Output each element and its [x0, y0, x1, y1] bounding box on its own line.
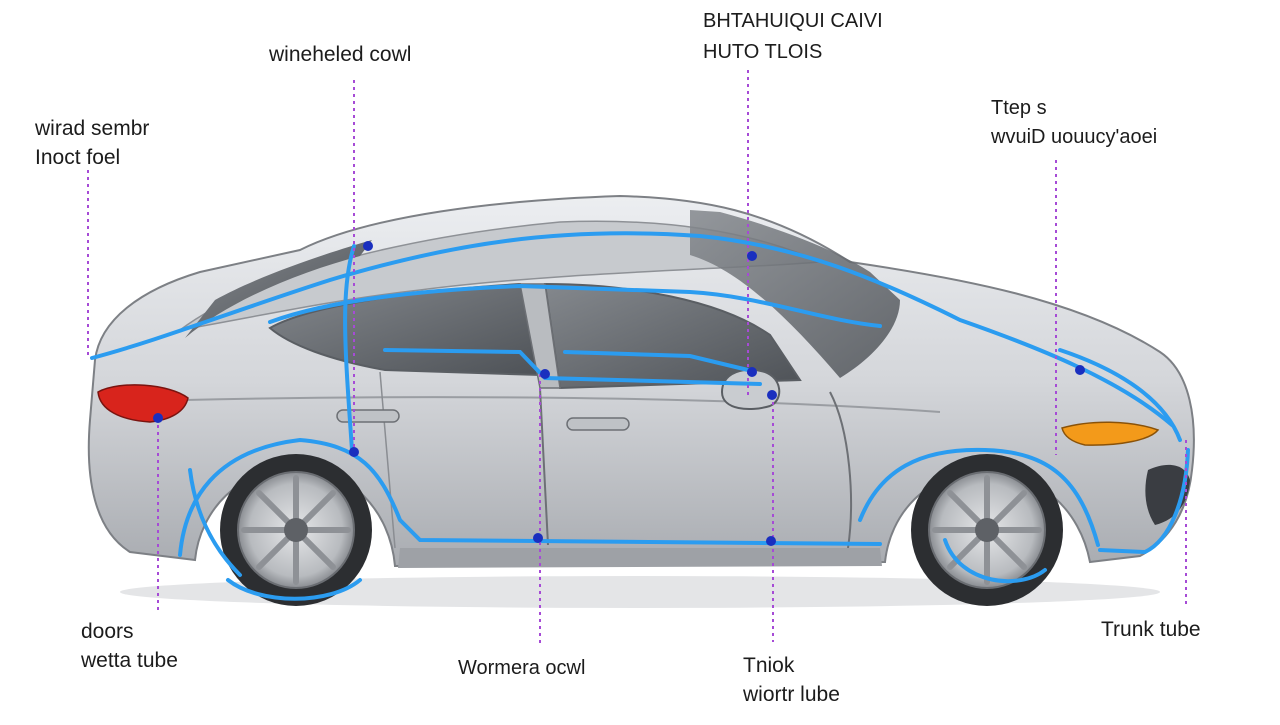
marker-dot — [747, 367, 757, 377]
label-top: BHTAHUIQUI CAIVI HUTO TLOIS — [703, 6, 883, 68]
label-truck: Tniok wiortr lube — [743, 651, 840, 709]
label-line: HUTO TLOIS — [703, 41, 823, 63]
rear-door-handle — [336, 409, 400, 423]
label-doors-water-tube: doors wetta tube — [81, 617, 178, 675]
front-door-handle — [566, 417, 630, 431]
marker-dot — [540, 369, 550, 379]
marker-dot — [767, 390, 777, 400]
front-wheel — [911, 454, 1063, 606]
marker-dot — [533, 533, 543, 543]
label-windshield-cowl: wineheled cowl — [269, 40, 411, 69]
label-line: wirad sembr — [35, 117, 150, 140]
marker-dot — [363, 241, 373, 251]
label-line: wineheled cowl — [269, 43, 412, 66]
routing-lines — [90, 231, 1190, 601]
label-line: wetta tube — [81, 649, 178, 672]
label-wired-sensor: wirad sembr Inoct foel — [35, 114, 149, 172]
label-bottom-center: Wormera ocwl — [458, 654, 585, 683]
ground-shadow — [120, 576, 1160, 608]
front-side-window — [543, 282, 802, 390]
body-crease — [184, 396, 941, 413]
marker-dot — [1075, 365, 1085, 375]
leader-lines — [87, 70, 1187, 645]
rear-window — [185, 240, 372, 338]
label-line: wiortr lube — [743, 683, 840, 706]
door-seam-rear — [379, 371, 396, 549]
label-line: Ttep s — [991, 97, 1047, 119]
door-seam-front — [539, 387, 549, 546]
b-pillar — [519, 283, 561, 389]
marker-dot — [153, 413, 163, 423]
label-line: Wormera ocwl — [458, 657, 586, 679]
head-light — [1061, 421, 1160, 446]
rocker-panel — [398, 548, 882, 568]
label-line: doors — [81, 620, 134, 643]
label-trunk-tube: Trunk tube — [1101, 615, 1201, 644]
marker-dot — [747, 251, 757, 261]
marker-dot — [766, 536, 776, 546]
side-mirror — [720, 368, 781, 411]
label-line: Trunk tube — [1101, 618, 1201, 641]
marker-dots — [153, 241, 1085, 546]
rear-wheel — [220, 454, 372, 606]
label-line: BHTAHUIQUI CAIVI — [703, 10, 883, 32]
label-line: wvuiD uouucy'aoei — [991, 126, 1158, 148]
tail-light — [97, 384, 189, 423]
label-line: Tniok — [743, 654, 795, 677]
door-seam-fender — [829, 391, 852, 549]
label-trap: Ttep s wvuiD uouucy'aoei — [991, 94, 1157, 152]
marker-dot — [349, 447, 359, 457]
sunroof-glass — [690, 210, 900, 378]
label-line: Inoct foel — [35, 146, 121, 169]
